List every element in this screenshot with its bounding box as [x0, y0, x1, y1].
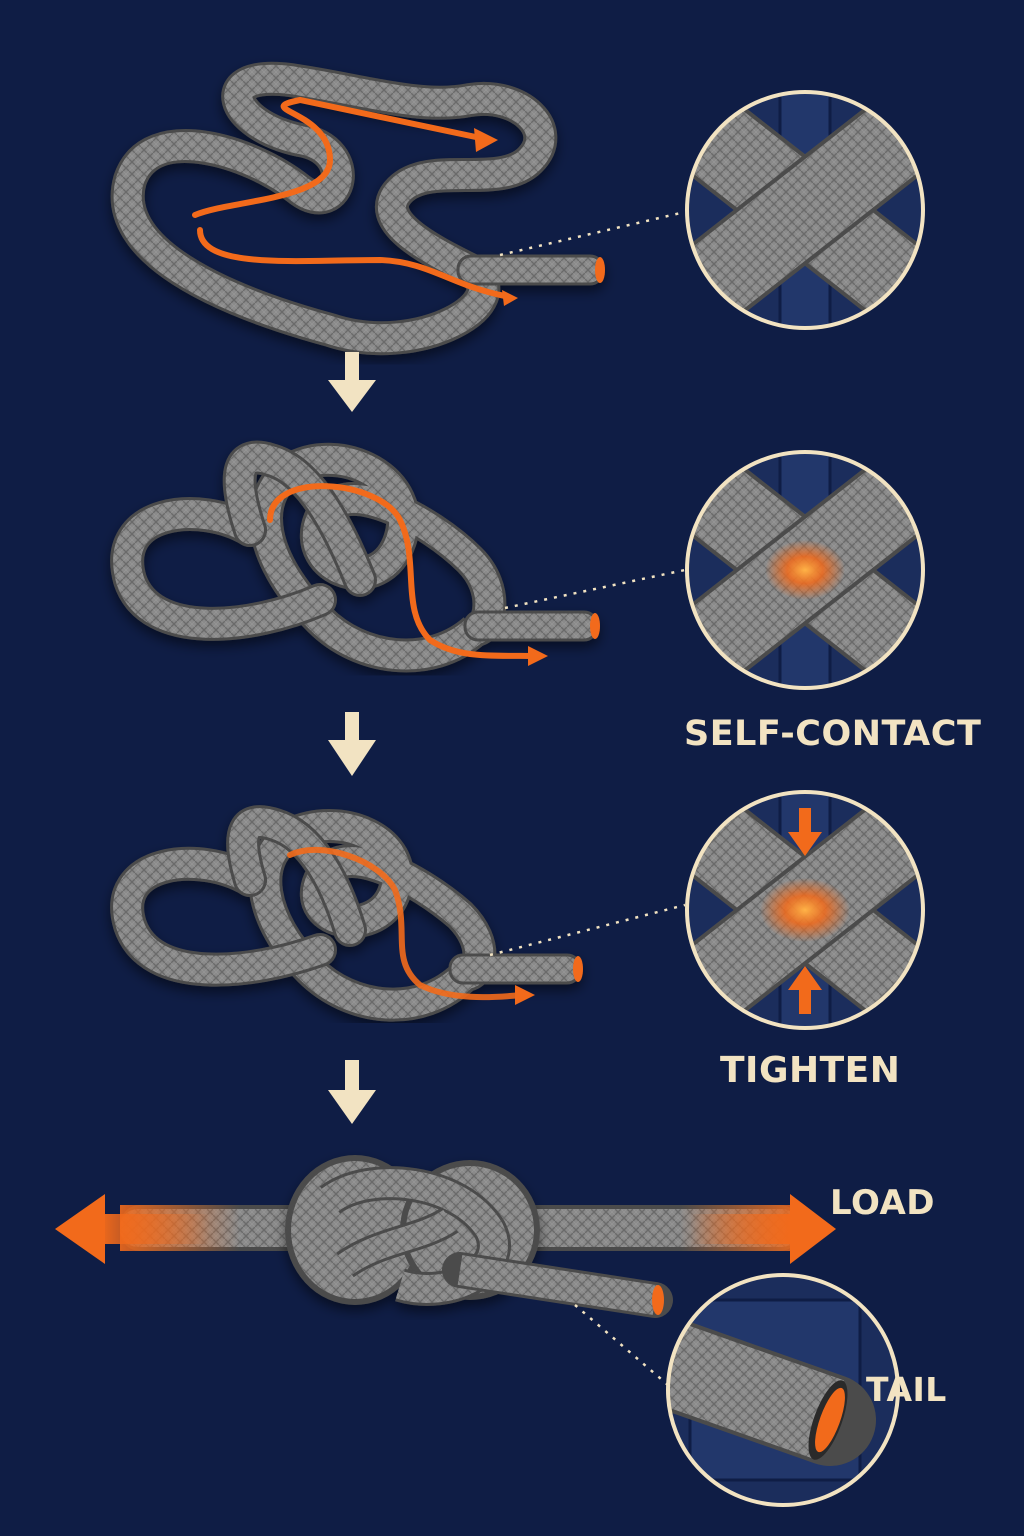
- down-arrow-icon: [328, 1060, 376, 1124]
- load-arrow-left: [55, 1194, 210, 1264]
- contact-glow-3: [760, 878, 850, 942]
- rope-tip-3: [573, 956, 583, 982]
- rope-tip-2: [590, 613, 600, 639]
- final-knot: [120, 1155, 800, 1318]
- leader-line-2: [504, 568, 686, 610]
- load-arrow-right: [690, 1194, 836, 1264]
- compression-arrow-icon: [788, 966, 822, 1014]
- compression-arrow-icon: [788, 808, 822, 856]
- route-arrowhead-icon: [515, 985, 535, 1005]
- step-2-forming-knot: [110, 440, 600, 673]
- inset-detail-tail: [666, 1273, 900, 1507]
- route-arrowhead-icon: [502, 290, 518, 306]
- inset-detail-2: [685, 450, 925, 690]
- rope-end-3: [448, 953, 582, 985]
- step-3-route-path: [287, 846, 525, 1001]
- self-contact-label: SELF-CONTACT: [684, 714, 982, 754]
- rope-tip-1: [595, 257, 605, 283]
- load-label: LOAD: [830, 1183, 935, 1223]
- tail-label: TAIL: [866, 1370, 947, 1409]
- route-arrowhead-icon: [474, 128, 498, 152]
- contact-glow-2: [765, 540, 845, 600]
- route-arrowhead-icon: [528, 646, 548, 666]
- step-1-route-path-lower: [197, 227, 508, 299]
- down-arrow-icon: [328, 712, 376, 776]
- step-1-loose-rope: [110, 61, 605, 356]
- step-3-tightening-knot: [110, 805, 583, 1022]
- tail-tip: [652, 1285, 664, 1315]
- rope-end-2: [463, 610, 599, 642]
- inset-detail-1: [685, 90, 925, 330]
- step-2-route-path: [267, 483, 538, 659]
- down-arrow-icon: [328, 352, 376, 412]
- leader-line-4: [574, 1304, 669, 1386]
- knot-tail: [442, 1252, 673, 1318]
- step-1-route-path: [192, 96, 493, 218]
- leader-line-3: [489, 903, 686, 957]
- tighten-label: TIGHTEN: [720, 1050, 901, 1091]
- rope-end-1: [456, 254, 605, 286]
- inset-detail-3: [685, 790, 925, 1030]
- leader-line-1: [499, 210, 686, 257]
